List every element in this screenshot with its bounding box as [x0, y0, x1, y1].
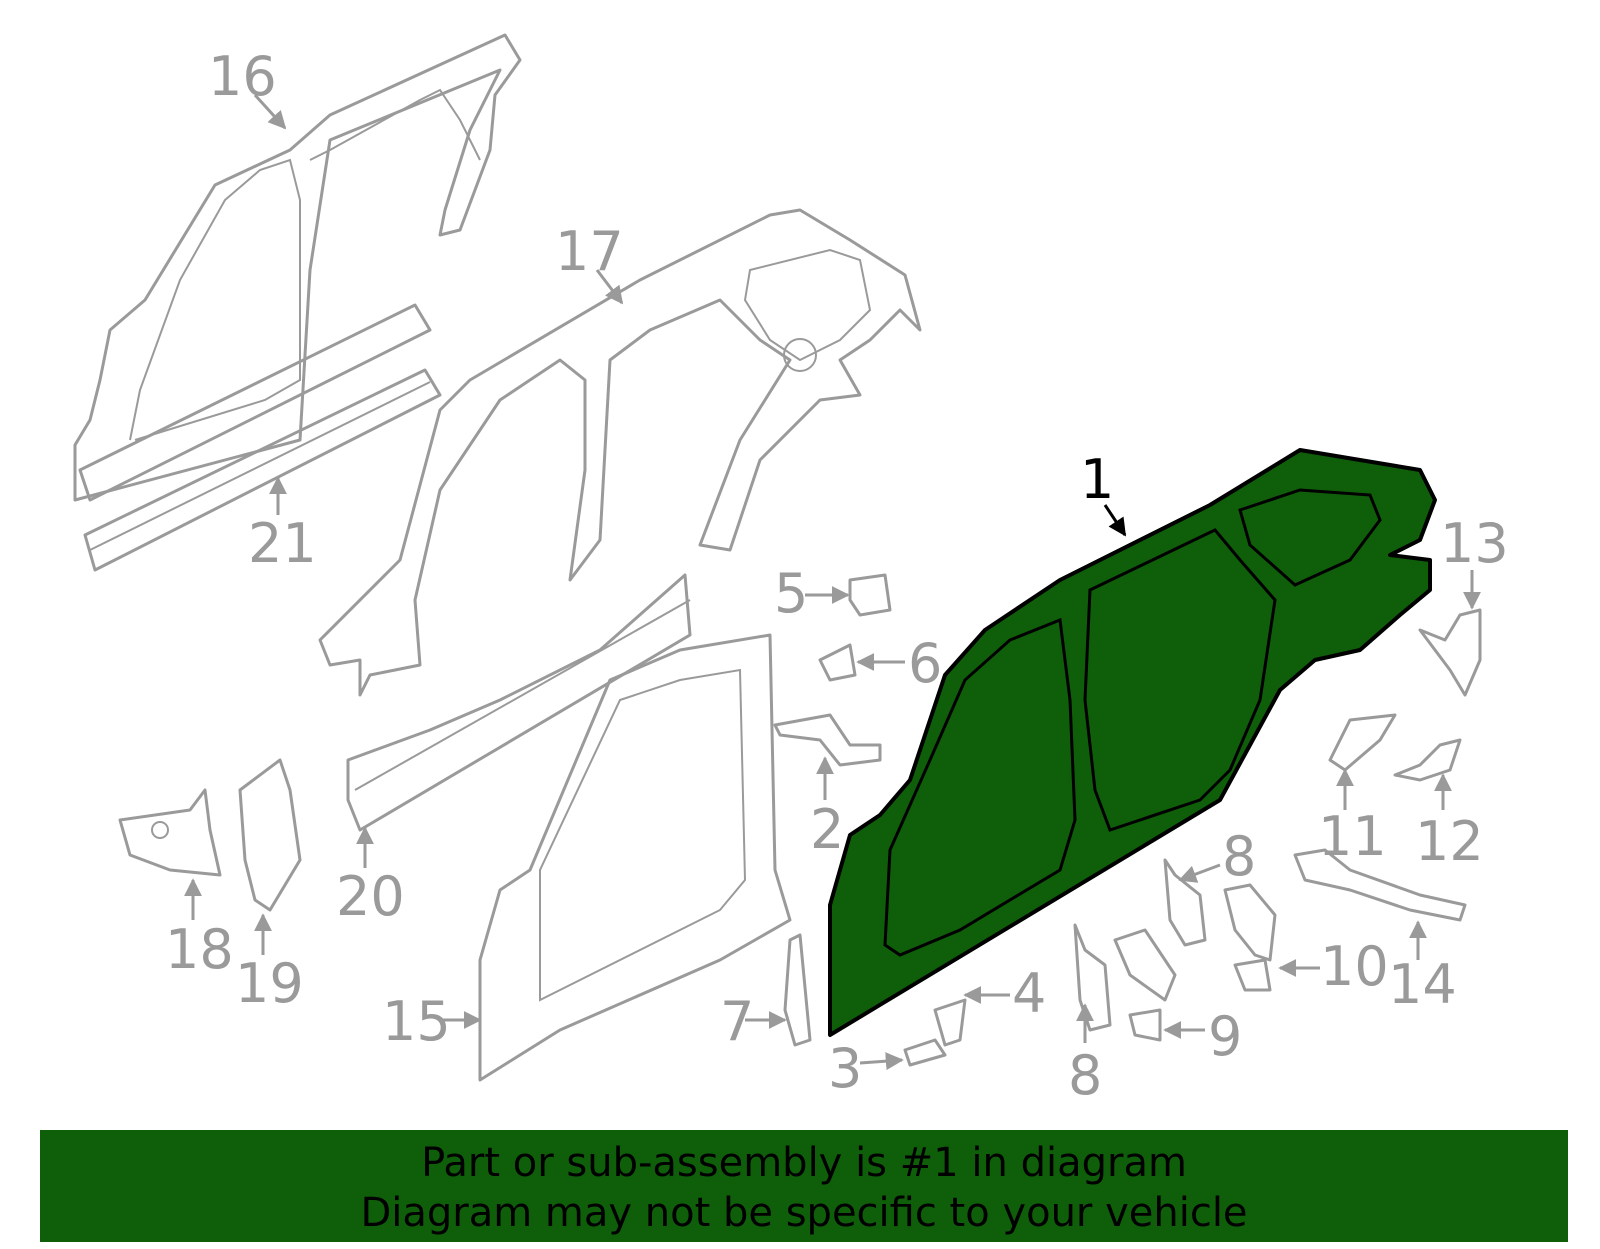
part-9 [1113, 928, 1177, 1042]
part-18 [118, 788, 222, 877]
part-8-upper [1163, 858, 1207, 947]
part-4 [933, 998, 967, 1047]
part-5 [848, 573, 892, 617]
banner-line-1: Part or sub-assembly is #1 in diagram [421, 1140, 1187, 1186]
callout-labels: 1 16 17 21 20 18 19 15 5 6 2 7 3 4 8 9 8… [165, 45, 1509, 1107]
part-11 [1328, 713, 1397, 772]
callout-8-lower: 8 [1068, 1044, 1102, 1107]
callout-15: 15 [382, 990, 451, 1053]
part-13 [1418, 608, 1482, 697]
leader-lines [184, 93, 1481, 1071]
callout-18: 18 [165, 918, 234, 981]
callout-19: 19 [235, 952, 304, 1015]
part-20-lower-rail [346, 573, 692, 832]
callout-20: 20 [336, 865, 405, 928]
callout-5: 5 [774, 562, 808, 625]
part-21-rocker [78, 303, 442, 572]
callout-12: 12 [1415, 810, 1484, 873]
callout-7: 7 [720, 990, 754, 1053]
part-17-inner-frame [318, 208, 922, 697]
callout-9: 9 [1208, 1005, 1242, 1068]
part-7 [783, 933, 812, 1047]
part-15-outer-panel [478, 633, 792, 1082]
part-8-lower [1073, 923, 1112, 1032]
info-banner: Part or sub-assembly is #1 in diagram Di… [40, 1130, 1568, 1242]
callout-1: 1 [1080, 448, 1114, 511]
part-6 [818, 643, 857, 682]
banner-line-2: Diagram may not be specific to your vehi… [360, 1190, 1248, 1236]
callout-3: 3 [828, 1037, 862, 1100]
part-14 [1293, 848, 1467, 922]
callout-8-upper: 8 [1222, 825, 1256, 888]
callout-16: 16 [208, 45, 277, 108]
callout-4: 4 [1012, 962, 1046, 1025]
callout-13: 13 [1440, 512, 1509, 575]
parts-diagram: 1 16 17 21 20 18 19 15 5 6 2 7 3 4 8 9 8… [73, 33, 1509, 1107]
part-3 [903, 1038, 947, 1067]
callout-10: 10 [1320, 935, 1389, 998]
part-16-upper-frame [73, 33, 522, 502]
part-19 [238, 758, 302, 912]
part-1-body-side-highlighted [828, 448, 1437, 1037]
callout-21: 21 [248, 512, 317, 575]
callout-11: 11 [1318, 805, 1387, 868]
callout-14: 14 [1388, 953, 1457, 1016]
part-10 [1223, 883, 1277, 992]
callout-2: 2 [810, 798, 844, 861]
callout-17: 17 [555, 220, 624, 283]
callout-6: 6 [908, 632, 942, 695]
part-12 [1393, 738, 1462, 782]
part-2 [773, 713, 882, 767]
